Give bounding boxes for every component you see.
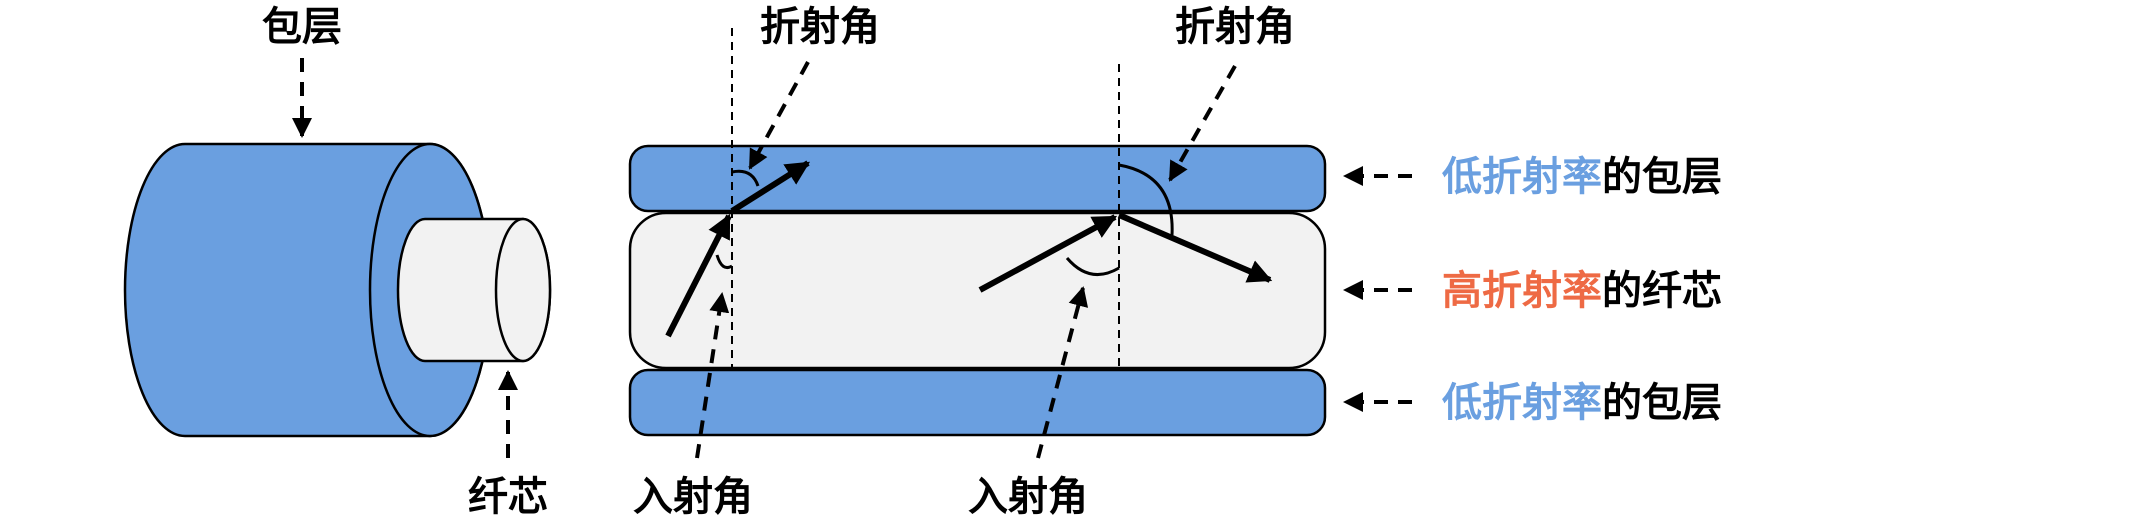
incidence-angle-arc-2 — [1065, 257, 1120, 277]
cladding-label: 包层 — [262, 4, 342, 50]
legend-bottom-rest: 的包层 — [1602, 380, 1722, 426]
incidence-pointer-1 — [695, 292, 730, 459]
bottom-cladding-layer — [628, 368, 1327, 437]
legend-bottom-highlight: 低折射率 — [1442, 380, 1602, 426]
fiber-cross-section: 折射角 折射角 入射角 入射角 — [628, 4, 1327, 520]
incidence-angle-label-1: 入射角 — [633, 474, 753, 520]
core-layer — [628, 211, 1327, 370]
fiber-cylinder: 包层 纤芯 — [123, 4, 552, 520]
legend-top-text: 低折射率的包层 — [1442, 154, 1722, 200]
legend-middle-highlight: 高折射率 — [1442, 268, 1602, 314]
refracted-ray-1 — [730, 160, 811, 214]
reflected-ray-2 — [1117, 212, 1273, 283]
refraction-angle-label-1: 折射角 — [760, 4, 880, 50]
incident-ray-2 — [978, 214, 1118, 293]
refraction-pointer-2 — [1168, 65, 1237, 182]
refraction-angle-arc-1 — [731, 169, 760, 187]
legend-middle-text: 高折射率的纤芯 — [1442, 268, 1722, 314]
refraction-pointer-1 — [748, 61, 810, 170]
legend-bottom-text: 低折射率的包层 — [1442, 380, 1722, 426]
core-label: 纤芯 — [468, 474, 548, 520]
incidence-pointer-2 — [1036, 286, 1089, 459]
legend: 低折射率的包层 高折射率的纤芯 低折射率的包层 — [1343, 154, 1722, 426]
legend-middle-rest: 的纤芯 — [1602, 268, 1722, 314]
incidence-angle-label-2: 入射角 — [968, 474, 1088, 520]
refraction-angle-label-2: 折射角 — [1175, 4, 1295, 50]
top-cladding-layer — [628, 144, 1327, 213]
core-end-face — [494, 217, 552, 363]
incidence-angle-arc-1 — [715, 254, 733, 270]
legend-top-rest: 的包层 — [1602, 154, 1722, 200]
incident-ray-1 — [665, 213, 732, 338]
refraction-angle-arc-2 — [1118, 163, 1174, 236]
legend-top-highlight: 低折射率 — [1442, 154, 1602, 200]
